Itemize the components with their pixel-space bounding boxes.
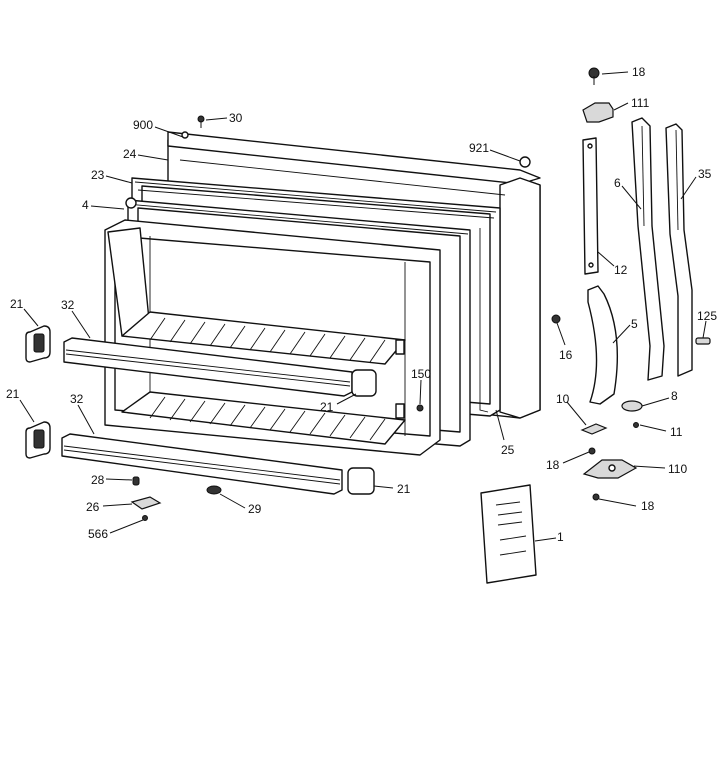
callout-32: 32 xyxy=(70,392,84,406)
callout-921: 921 xyxy=(469,141,489,155)
callout-18: 18 xyxy=(641,499,655,513)
callout-21: 21 xyxy=(6,387,20,401)
callout-24: 24 xyxy=(123,147,137,161)
callout-6: 6 xyxy=(614,176,621,190)
callout-35: 35 xyxy=(698,167,712,181)
screw-16 xyxy=(551,314,561,324)
plug-125 xyxy=(695,337,711,345)
stop-28 xyxy=(132,476,140,486)
callout-30: 30 xyxy=(229,111,243,125)
handle-end-cap-5 xyxy=(587,285,619,405)
callout-25: 25 xyxy=(501,443,515,457)
end-cap-lower-left xyxy=(25,421,51,459)
callout-26: 26 xyxy=(86,500,100,514)
callout-21: 21 xyxy=(320,400,334,414)
screw-18-top xyxy=(588,67,600,85)
callout-111: 111 xyxy=(631,96,650,110)
bracket-26 xyxy=(130,496,162,510)
callout-28: 28 xyxy=(91,473,105,487)
callout-16: 16 xyxy=(559,348,573,362)
end-cap-upper-left xyxy=(25,325,51,363)
callout-4: 4 xyxy=(82,198,89,212)
hinge-pin-10 xyxy=(580,423,608,435)
leader-lines xyxy=(19,71,707,542)
screw-18-mid xyxy=(588,447,596,455)
screw-566 xyxy=(142,515,148,521)
screw-150 xyxy=(416,404,424,412)
callout-1: 1 xyxy=(557,530,564,544)
callout-29: 29 xyxy=(248,502,262,516)
callout-11: 11 xyxy=(670,425,683,439)
instruction-booklet xyxy=(480,484,537,584)
screw-30 xyxy=(197,115,205,128)
callout-21: 21 xyxy=(10,297,24,311)
handle-6 xyxy=(631,117,665,381)
callout-labels: 18 111 900 30 921 24 23 6 35 4 12 21 32 … xyxy=(6,65,717,544)
nut-29 xyxy=(206,485,222,495)
callout-32: 32 xyxy=(61,298,75,312)
screw-18-bottom xyxy=(592,493,600,501)
end-cap-upper-right xyxy=(351,369,377,397)
callout-18: 18 xyxy=(632,65,646,79)
top-hinge-111 xyxy=(582,102,614,123)
callout-18: 18 xyxy=(546,458,560,472)
callout-900: 900 xyxy=(133,118,153,132)
bottom-hinge-110 xyxy=(582,459,638,479)
callout-110: 110 xyxy=(668,462,687,476)
end-cap-lower-right xyxy=(347,467,375,495)
callout-10: 10 xyxy=(556,392,570,406)
callout-150: 150 xyxy=(411,367,431,381)
callout-566: 566 xyxy=(88,527,108,541)
lower-shelf-ribs xyxy=(149,396,386,441)
callout-12: 12 xyxy=(614,263,628,277)
hinge-strap-12 xyxy=(582,137,599,275)
callout-8: 8 xyxy=(671,389,678,403)
callout-125: 125 xyxy=(697,309,717,323)
callout-21: 21 xyxy=(397,482,411,496)
lower-shelf-bar xyxy=(61,433,343,495)
upper-shelf-ribs xyxy=(149,317,386,363)
screw-11 xyxy=(633,422,639,428)
callout-23: 23 xyxy=(91,168,105,182)
callout-5: 5 xyxy=(631,317,638,331)
inner-door-liner xyxy=(104,219,441,456)
washer-8 xyxy=(621,400,643,412)
handle-trim-35 xyxy=(665,123,693,377)
